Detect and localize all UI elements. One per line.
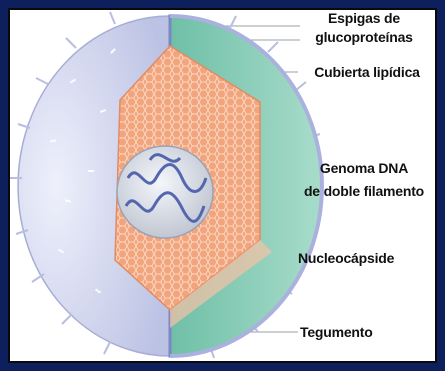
diagram-canvas: Espigas de glucoproteínas Cubierta lipíd…	[8, 8, 437, 363]
label-nucleocapsid: Nucleocápside	[298, 250, 408, 267]
label-spikes-line2: glucoproteínas	[300, 29, 428, 46]
label-spikes: Espigas de glucoproteínas	[300, 10, 428, 46]
label-genome-line2: de doble filamento	[294, 183, 434, 200]
label-spikes-line1: Espigas de	[300, 10, 428, 27]
label-envelope: Cubierta lipídica	[300, 64, 434, 81]
label-genome: Genoma DNA de doble filamento	[294, 160, 434, 200]
label-tegument: Tegumento	[300, 324, 400, 341]
label-genome-line1: Genoma DNA	[294, 160, 434, 177]
